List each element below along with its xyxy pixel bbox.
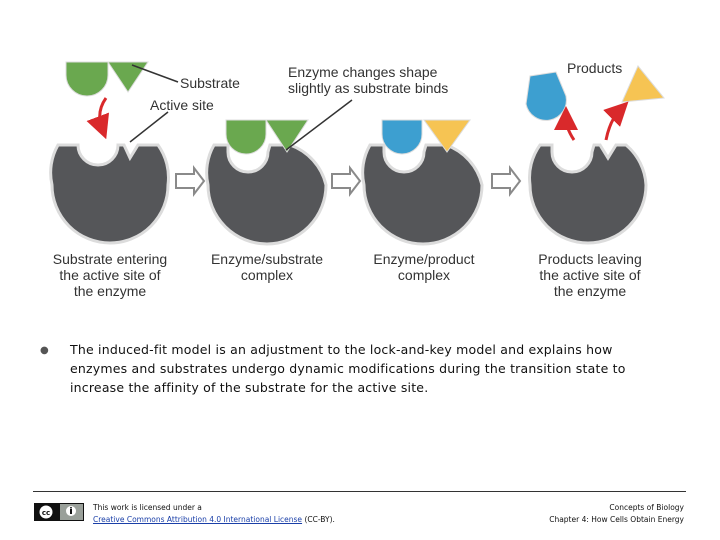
enzyme-shape-1 <box>49 143 170 245</box>
bullet-text: The induced-fit model is an adjustment t… <box>70 342 626 395</box>
product-yellow-released <box>621 65 665 103</box>
license-notice: This work is licensed under a Creative C… <box>93 502 335 526</box>
stage2-line2: complex <box>241 267 293 283</box>
process-arrow-2 <box>331 165 362 197</box>
stage2-line1: Enzyme/substrate <box>211 251 323 267</box>
enzyme-shape-3 <box>361 143 484 246</box>
products-label: Products <box>567 60 622 76</box>
chapter-title: Chapter 4: How Cells Obtain Energy <box>549 515 684 524</box>
product-yellow-bound <box>423 119 471 153</box>
process-arrow-1 <box>175 165 206 197</box>
substrate-label: Substrate <box>180 75 240 91</box>
book-info: Concepts of Biology Chapter 4: How Cells… <box>549 502 684 526</box>
process-arrow-3 <box>491 165 522 197</box>
active-site-leader-line <box>129 111 169 143</box>
substrate-leader-line <box>131 64 179 83</box>
substrate-semicircle <box>65 61 109 97</box>
shape-change-leader-line <box>285 99 353 151</box>
stage-caption-4: Products leaving the active site of the … <box>538 251 642 299</box>
stage-caption-3: Enzyme/product complex <box>373 251 474 283</box>
shape-change-label-line1: Enzyme changes shape <box>288 64 438 80</box>
license-prefix: This work is licensed under a <box>93 503 202 512</box>
license-line: Creative Commons Attribution 4.0 Interna… <box>93 514 335 526</box>
stage4-line1: Products leaving <box>538 251 642 267</box>
stage-caption-2: Enzyme/substrate complex <box>211 251 323 283</box>
bullet-dot-icon: ● <box>40 345 49 356</box>
license-link[interactable]: Creative Commons Attribution 4.0 Interna… <box>93 515 303 524</box>
product-leaving-arrow-right <box>603 101 629 141</box>
stage1-line2: the active site of <box>59 267 160 283</box>
product-leaving-arrow-left <box>554 106 579 141</box>
stage1-line1: Substrate entering <box>53 251 167 267</box>
enzyme-shape-4 <box>528 143 648 245</box>
license-suffix: (CC-BY). <box>302 515 335 524</box>
stage4-line2: the active site of <box>539 267 640 283</box>
product-blue-released <box>525 71 567 121</box>
stage-caption-1: Substrate entering the active site of th… <box>53 251 167 299</box>
substrate-entry-arrow <box>86 97 110 140</box>
svg-text:cc: cc <box>42 509 50 517</box>
stage4-line3: the enzyme <box>554 283 627 299</box>
active-site-label: Active site <box>150 97 214 113</box>
stage3-line1: Enzyme/product <box>373 251 474 267</box>
bound-substrate-triangle <box>265 119 309 153</box>
stage3-line2: complex <box>398 267 450 283</box>
induced-fit-diagram: Substrate Active site Enzyme changes sha… <box>49 60 665 299</box>
enzyme-shape-2 <box>205 143 328 246</box>
bullet-point: ● The induced-fit model is an adjustment… <box>40 340 640 397</box>
stage1-line3: the enzyme <box>74 283 147 299</box>
cc-by-badge-icon: cc <box>34 503 84 521</box>
footer-divider <box>33 491 686 492</box>
bound-substrate-semicircle <box>225 119 267 155</box>
shape-change-label-line2: slightly as substrate binds <box>288 80 448 96</box>
substrate-triangle <box>107 61 149 93</box>
book-title: Concepts of Biology <box>609 503 684 512</box>
product-blue-bound <box>381 119 423 155</box>
